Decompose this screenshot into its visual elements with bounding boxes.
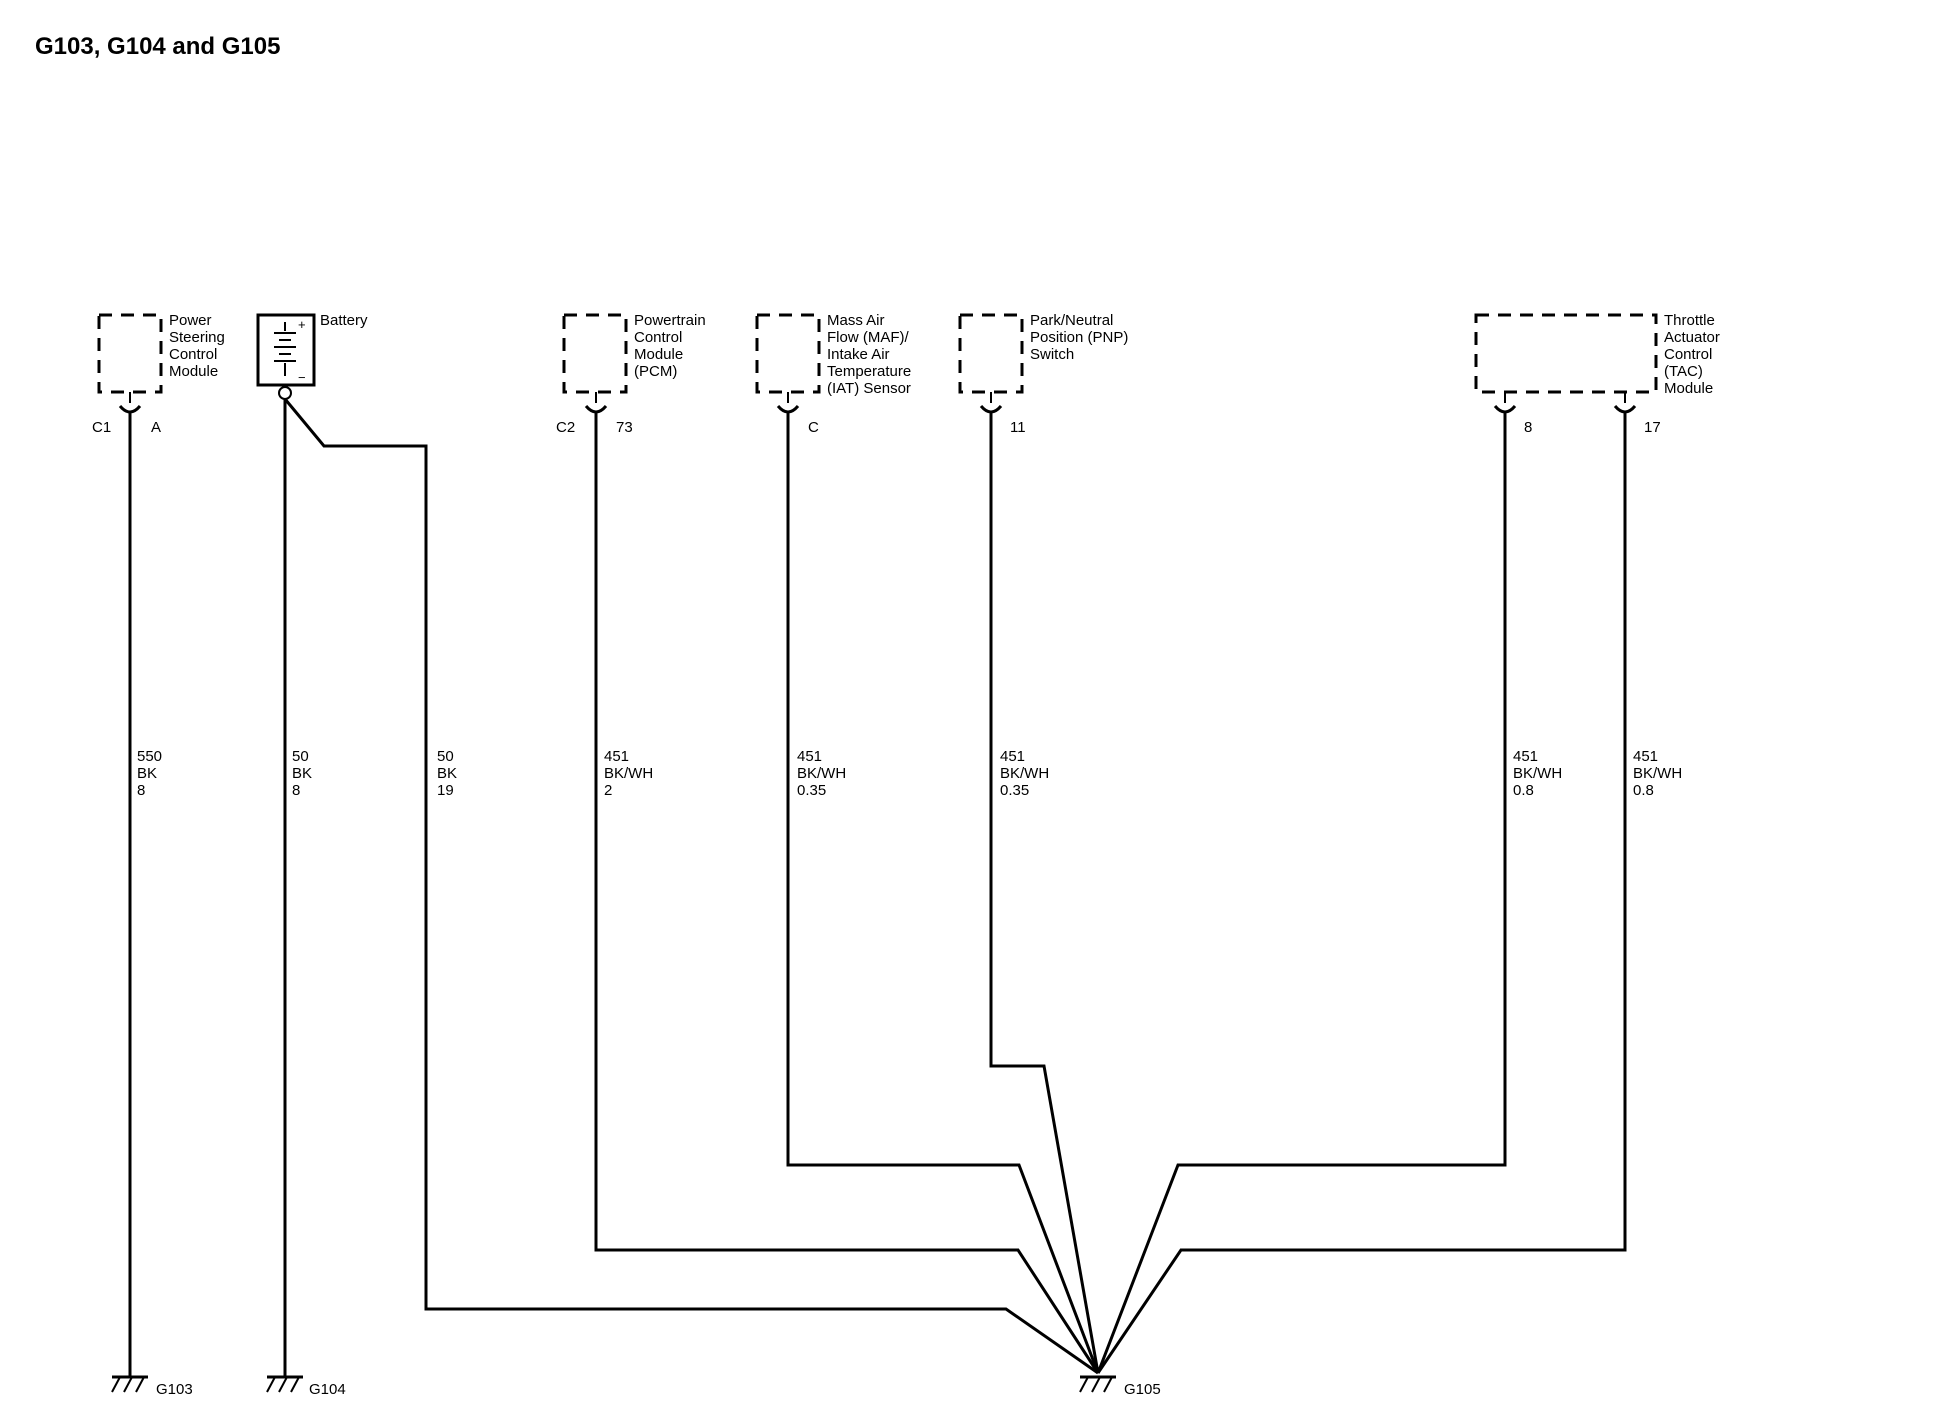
wire-label-tac-b: 451 BK/WH 0.8: [1633, 748, 1686, 799]
wire-label-pscm: 550 BK 8: [137, 748, 166, 799]
pin-label: 17: [1644, 419, 1661, 436]
tac-label: Throttle Actuator Control (TAC) Module: [1664, 312, 1724, 397]
ground-label: G105: [1124, 1381, 1161, 1398]
connector-cup-icon: [776, 404, 800, 414]
pscm-label: Power Steering Control Module: [169, 312, 229, 380]
ground-icon: [1079, 1375, 1116, 1393]
park-neutral-position-switch: Park/Neutral Position (PNP) Switch: [958, 312, 1133, 394]
battery-minus-sign: −: [298, 370, 306, 385]
ground-g103: G103: [111, 1375, 193, 1398]
wire-pnp: [989, 412, 1100, 1374]
connector-tac-b: 17: [1613, 392, 1661, 436]
battery-label: Battery: [320, 312, 368, 329]
pcm-dashed-box: [562, 313, 628, 394]
maf-iat-sensor: Mass Air Flow (MAF)/ Intake Air Temperat…: [755, 312, 915, 397]
pin-label: 8: [1524, 419, 1532, 436]
connector-id: C2: [556, 419, 575, 436]
connector-cup-icon: [1613, 404, 1637, 414]
maf-label: Mass Air Flow (MAF)/ Intake Air Temperat…: [827, 312, 915, 397]
maf-dashed-box: [755, 313, 821, 394]
pcm-label: Powertrain Control Module (PCM): [634, 312, 710, 380]
wire-label-battery-g104: 50 BK 8: [292, 748, 316, 799]
ground-label: G103: [156, 1381, 193, 1398]
pin-label: A: [151, 419, 161, 436]
ground-icon: [266, 1375, 303, 1393]
connector-cup-icon: [584, 404, 608, 414]
wire-battery-g105: [283, 398, 1099, 1375]
wire-label-tac-a: 451 BK/WH 0.8: [1513, 748, 1566, 799]
pnp-dashed-box: [958, 313, 1024, 394]
connector-pnp: 11: [979, 392, 1026, 436]
connector-cup-icon: [1493, 404, 1517, 414]
wire-pcm: [594, 412, 1100, 1374]
powertrain-control-module: Powertrain Control Module (PCM): [562, 312, 710, 394]
ground-icon: [111, 1375, 148, 1393]
wire-label-maf: 451 BK/WH 0.35: [797, 748, 850, 799]
connector-maf: C: [776, 392, 819, 436]
connector-cup-icon: [118, 404, 142, 414]
pin-label: C: [808, 419, 819, 436]
battery-icon: + −: [274, 317, 306, 385]
ground-label: G104: [309, 1381, 346, 1398]
pnp-label: Park/Neutral Position (PNP) Switch: [1030, 312, 1133, 363]
wire-tac-a: [1096, 412, 1507, 1374]
page-title: G103, G104 and G105: [35, 33, 280, 60]
connector-pcm: C2 73: [556, 392, 633, 436]
battery-terminal-icon: [278, 386, 292, 400]
connector-cup-icon: [979, 404, 1003, 414]
ground-g104: G104: [266, 1375, 346, 1398]
wire-labels: 550 BK 8 50 BK 8 50 BK 19 451 BK/WH 2 45…: [137, 748, 1686, 799]
wire-label-battery-g105: 50 BK 19: [437, 748, 461, 799]
pscm-dashed-box: [97, 313, 163, 394]
pin-label: 73: [616, 419, 633, 436]
wire-label-pcm: 451 BK/WH 2: [604, 748, 657, 799]
connector-tac-a: 8: [1493, 392, 1532, 436]
wire-tac-b: [1096, 412, 1627, 1374]
pin-label: 11: [1010, 419, 1026, 436]
wire-label-pnp: 451 BK/WH 0.35: [1000, 748, 1053, 799]
wire-maf: [786, 412, 1100, 1374]
connector-pscm: C1 A: [92, 392, 161, 436]
connector-id: C1: [92, 419, 111, 436]
power-steering-control-module: Power Steering Control Module: [97, 312, 229, 394]
battery-box: [256, 313, 316, 387]
ground-g105: G105: [1079, 1375, 1161, 1398]
battery-plus-sign: +: [298, 317, 306, 332]
wires: [128, 398, 1627, 1377]
battery: + − Battery: [256, 312, 368, 400]
throttle-actuator-control-module: Throttle Actuator Control (TAC) Module: [1474, 312, 1724, 397]
tac-dashed-box: [1474, 313, 1658, 394]
